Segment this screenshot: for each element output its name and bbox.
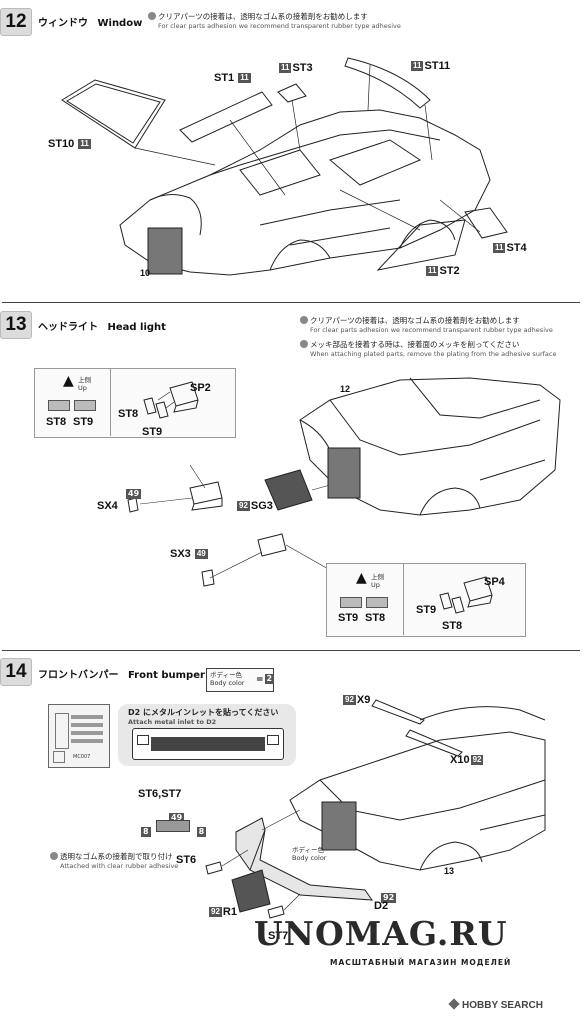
decal-st9-swatch [74, 400, 96, 411]
label-part-10: 10 [140, 268, 151, 278]
body-color-box [206, 668, 274, 692]
arrow-up-icon: ▲ [63, 373, 74, 389]
headlight-sp2-diagram [143, 381, 199, 419]
wiper-x9 [371, 699, 425, 725]
part-sx3 [201, 569, 215, 587]
info-icon [50, 852, 58, 860]
window-st3 [277, 83, 307, 103]
part-sg3 [264, 469, 313, 511]
step-14-number: 14 [0, 658, 32, 686]
label-st1: ST1 11 [214, 72, 251, 84]
step-13-adhesive-note: クリアパーツの接着は、透明なゴム系の接着剤をお勧めします For clear p… [300, 316, 553, 335]
unomag-tagline: МАСШТАБНЫЙ МАГАЗИН МОДЕЛЕЙ [330, 958, 512, 967]
label-st8-top: ST8 [118, 408, 139, 420]
label-st10: ST10 11 [48, 138, 91, 150]
grille-insert [321, 801, 357, 851]
step-12-title-jp: ウィンドウ [38, 18, 88, 29]
label-part-12: 12 [340, 384, 351, 394]
decal-st9-swatch [340, 597, 362, 608]
step-12-title-en: Window [97, 18, 143, 29]
car-body-outline [119, 109, 491, 276]
unomag-watermark: UNOMAG.RU [254, 914, 508, 953]
label-st7: ST7 [268, 930, 289, 942]
step-12-adhesive-note: クリアパーツの接着は、透明なゴム系の接着剤をお勧めします For clear p… [148, 12, 401, 31]
lens-st6 [205, 861, 223, 875]
label-part-13: 13 [444, 866, 455, 876]
bumper-grille-detail [132, 728, 284, 760]
step-13-number: 13 [0, 311, 32, 339]
label-st9-bottom: ST9 [416, 604, 437, 616]
window-st11 [344, 57, 431, 109]
legend-st8-right: ST8 [365, 612, 386, 624]
step-13-title: ヘッドライト Head light [38, 322, 166, 333]
metal-inlet-sheet: MC007 [48, 704, 110, 768]
step-14-title: フロントバンパー Front bumper [38, 670, 205, 681]
step-12-diagram [61, 57, 508, 276]
part-r1 [231, 869, 271, 913]
label-sp4: SP4 [484, 576, 505, 588]
headlight-assembly [189, 481, 223, 511]
hobby-search-icon [448, 998, 460, 1010]
label-sx3: SX3 49 [170, 548, 208, 560]
legend-st8: ST8 [46, 416, 67, 428]
step-14-diagram [205, 699, 546, 919]
label-d2: D2 [374, 900, 389, 912]
window-st1 [179, 91, 273, 143]
windshield-st10 [61, 79, 166, 149]
headlight-sp4-diagram [439, 576, 493, 614]
label-st8-bottom: ST8 [442, 620, 463, 632]
callout-text: D2 にメタルインレットを貼ってください Attach metal inlet … [128, 708, 279, 726]
step-12-title: ウィンドウ Window [38, 14, 142, 29]
grille-part-10 [147, 227, 183, 275]
info-icon [148, 12, 156, 20]
lens-st7 [267, 905, 285, 919]
decal-st8-swatch [48, 400, 70, 411]
step-13-plating-note: メッキ部品を接着する時は、接着面のメッキを削ってください When attach… [300, 340, 556, 359]
divider-13-14 [2, 650, 580, 651]
info-icon [300, 316, 308, 324]
label-st9-top: ST9 [142, 426, 163, 438]
legend-st9-right: ST9 [338, 612, 359, 624]
label-sx4: SX4 [97, 500, 118, 512]
info-icon [300, 340, 308, 348]
grille-insert [327, 447, 361, 499]
clear-adhesive-note: 透明なゴム系の接着剤で取り付け Attached with clear rubb… [50, 852, 178, 871]
label-st6: ST6 [176, 854, 197, 866]
bumper-d2 [235, 817, 374, 901]
step-13-diagram [127, 377, 561, 587]
hobby-search-logo: HOBBY SEARCH [448, 998, 543, 1011]
label-sp2: SP2 [190, 382, 211, 394]
step-12-number: 12 [0, 8, 32, 36]
decal-st6-st7: 8 8 [140, 820, 207, 839]
wiper-x10 [405, 729, 463, 757]
decal-st8-swatch [366, 597, 388, 608]
arrow-up-icon: ▲ [356, 570, 367, 586]
window-st2 [376, 219, 466, 271]
legend-st9: ST9 [73, 416, 94, 428]
label-st6-st7: ST6,ST7 [138, 788, 182, 800]
divider-12-13 [2, 302, 580, 303]
